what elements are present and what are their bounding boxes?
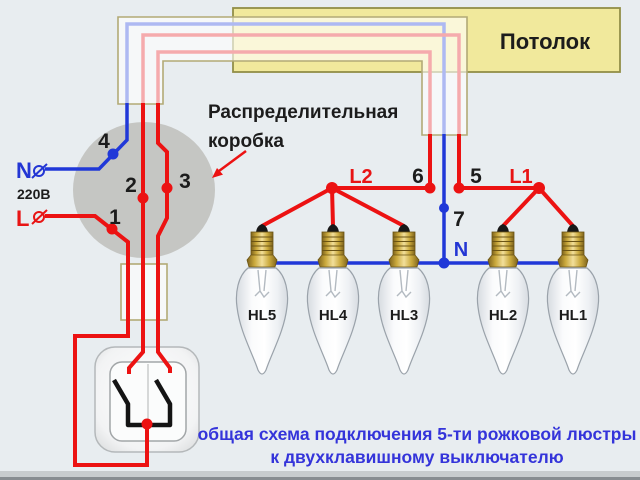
l1-fan-wires — [501, 186, 575, 228]
node-dot-4 — [107, 148, 119, 160]
node-label-5: 5 — [470, 165, 482, 188]
bulb-label-hl3: HL3 — [390, 307, 418, 324]
neutral-terminal-icon — [31, 163, 48, 179]
node-label-1: 1 — [109, 206, 121, 229]
bulb-hl3: HL3 — [377, 223, 431, 375]
node-label-7: 7 — [453, 208, 465, 231]
supply-neutral-label: N — [16, 158, 32, 183]
bottom-edge — [0, 477, 640, 480]
caption-line2: к двухклавишному выключателю — [270, 447, 563, 467]
group-label-neutral: N — [454, 239, 468, 261]
neutral-bus-junction-dot — [438, 257, 450, 269]
switch — [94, 346, 200, 453]
node-dot-5 — [453, 182, 465, 194]
node-label-6: 6 — [412, 165, 424, 188]
node-dot-7 — [439, 203, 449, 213]
bulb-hl2: HL2 — [476, 223, 530, 375]
live-wire-key2 — [156, 103, 172, 373]
caption-line1: общая схема подключения 5-ти рожковой лю… — [198, 424, 637, 444]
l1-junction-dot — [533, 182, 545, 194]
bulb-label-hl1: HL1 — [559, 307, 587, 324]
live-wire-l1-branch — [457, 134, 539, 190]
pale-neutral-wire — [125, 22, 446, 135]
pale-live-wire-key2 — [156, 50, 432, 135]
label-arrow — [212, 149, 247, 178]
bottom-strip — [0, 471, 640, 477]
node-label-3: 3 — [179, 170, 191, 193]
node-label-2: 2 — [125, 174, 137, 197]
pale-live-wire-key1 — [141, 33, 461, 135]
voltage-label: 220В — [17, 186, 50, 202]
l2-fan-wires — [261, 186, 405, 228]
bulb-hl4: HL4 — [306, 223, 360, 375]
ceiling-label: Потолок — [500, 29, 591, 54]
bulb-hl5: HL5 — [235, 223, 289, 375]
bulb-label-hl4: HL4 — [319, 307, 348, 324]
junction-box-label-line2: коробка — [208, 131, 284, 152]
node-label-4: 4 — [98, 130, 110, 153]
bulb-label-hl5: HL5 — [248, 307, 276, 324]
node-dot-2 — [137, 192, 149, 204]
l2-junction-dot — [326, 182, 338, 194]
group-label-l1: L1 — [509, 166, 532, 188]
bulb-hl1: HL1 — [546, 223, 600, 375]
node-dot-1 — [106, 223, 118, 235]
supply-live-label: L — [16, 206, 29, 231]
group-label-l2: L2 — [349, 166, 372, 188]
switch-common-dot — [141, 418, 153, 430]
live-wire-supply-loop — [45, 214, 149, 467]
live-terminal-icon — [31, 209, 48, 225]
bulb-label-hl2: HL2 — [489, 307, 517, 324]
live-wire-l2-branch — [332, 134, 432, 190]
node-dot-6 — [424, 182, 436, 194]
cable-channel-upper — [117, 16, 468, 136]
live-wire-key1 — [127, 103, 145, 374]
junction-box-label-line1: Распределительная — [208, 102, 398, 123]
node-dot-3 — [161, 182, 173, 194]
